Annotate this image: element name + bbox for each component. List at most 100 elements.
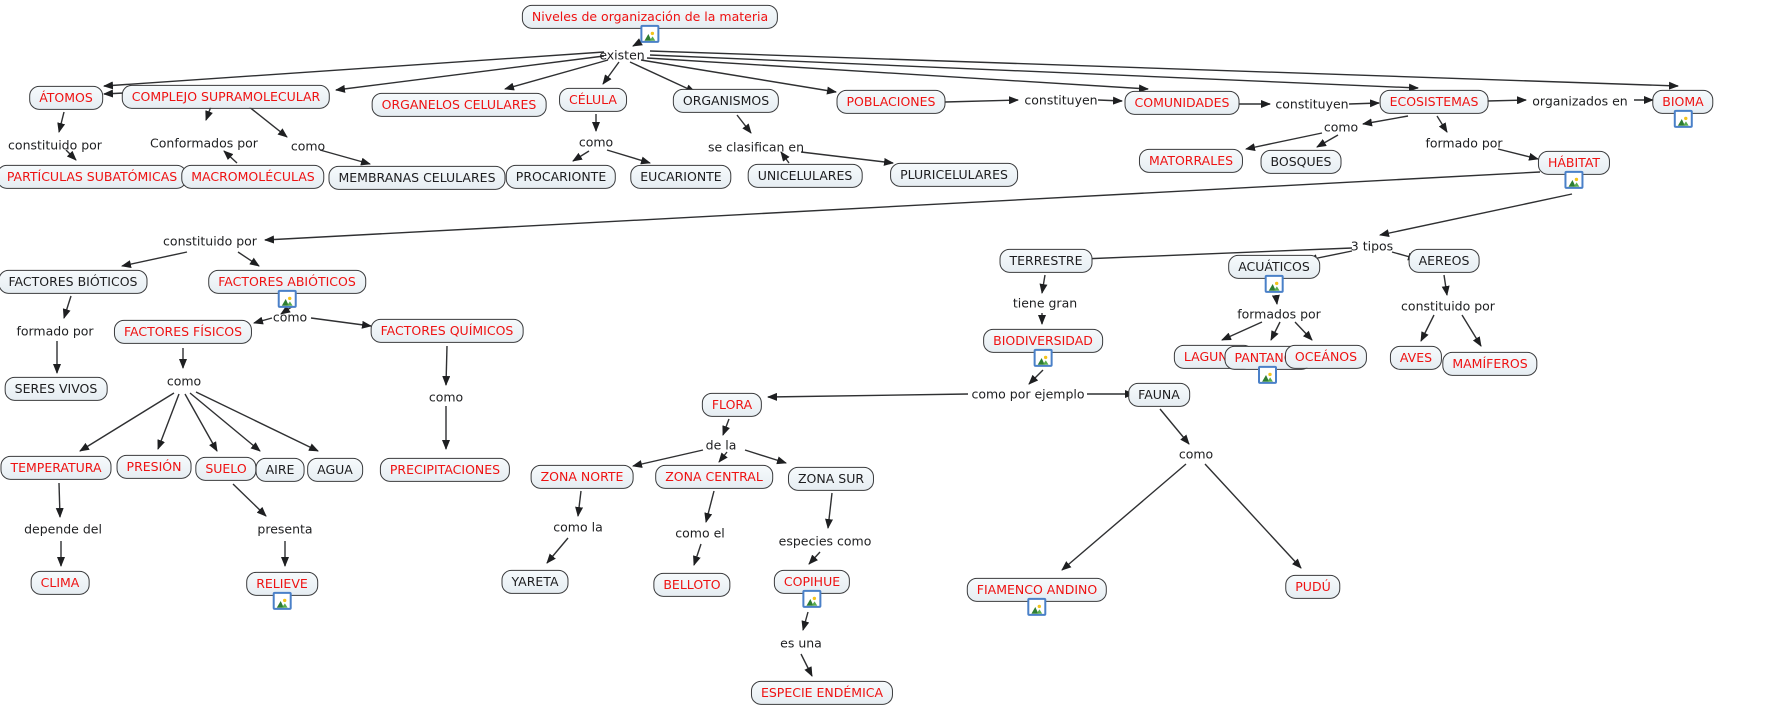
link-phrase-es-una[interactable]: es una	[780, 635, 822, 651]
concept-node-relieve[interactable]: RELIEVE	[246, 571, 318, 611]
connector-arrow	[800, 653, 813, 677]
link-phrase-conformados-por[interactable]: Conformados por	[150, 135, 258, 151]
concept-node-ecosistemas[interactable]: ECOSISTEMAS	[1379, 89, 1489, 115]
concept-node-organelos-celulares[interactable]: ORGANELOS CELULARES	[371, 92, 547, 118]
image-resource-icon[interactable]	[640, 25, 660, 44]
concept-node-fauna[interactable]: FAUNA	[1128, 382, 1190, 408]
concept-node-belloto[interactable]: BELLOTO	[653, 572, 731, 598]
image-resource-icon[interactable]	[1264, 275, 1284, 294]
link-phrase-tiene-gran[interactable]: tiene gran	[1012, 295, 1078, 311]
concept-node-factores-fisicos[interactable]: FACTORES FÍSICOS	[113, 319, 253, 345]
image-resource-icon[interactable]	[1673, 110, 1693, 129]
link-phrase-como-fauna[interactable]: como	[1178, 446, 1214, 462]
concept-node-temperatura[interactable]: TEMPERATURA	[0, 455, 112, 481]
link-phrase-presenta[interactable]: presenta	[257, 521, 313, 537]
concept-node-procarionte[interactable]: PROCARIONTE	[505, 164, 617, 190]
concept-node-pluricelulares[interactable]: PLURICELULARES	[890, 162, 1018, 188]
concept-node-seres-vivos[interactable]: SERES VIVOS	[4, 376, 108, 402]
concept-node-organismos[interactable]: ORGANISMOS	[672, 88, 780, 114]
link-phrase-formado-por-habitat[interactable]: formado por	[1425, 135, 1503, 151]
link-phrase-formados-por[interactable]: formados por	[1237, 306, 1321, 322]
concept-node-terrestre[interactable]: TERRESTRE	[999, 248, 1093, 274]
link-phrase-formado-por-bioticos[interactable]: formado por	[16, 323, 94, 339]
concept-node-unicelulares[interactable]: UNICELULARES	[747, 163, 863, 189]
link-phrase-existen[interactable]: existen	[599, 47, 645, 63]
concept-node-bioma[interactable]: BIOMA	[1652, 89, 1714, 129]
concept-node-flora[interactable]: FLORA	[701, 392, 763, 418]
link-phrase-como-el[interactable]: como el	[675, 525, 725, 541]
image-resource-icon[interactable]	[1564, 171, 1584, 190]
link-phrase-como-la[interactable]: como la	[553, 519, 603, 535]
connector-arrow	[744, 449, 787, 465]
link-phrase-constituido-por-aereos[interactable]: constituido por	[1401, 298, 1495, 314]
concept-node-bosques[interactable]: BOSQUES	[1260, 149, 1342, 175]
link-phrase-como-abioticos[interactable]: como	[272, 309, 308, 325]
connector-arrow	[546, 537, 569, 564]
concept-node-comunidades[interactable]: COMUNIDADES	[1124, 90, 1240, 116]
concept-node-membranas-celulares[interactable]: MEMBRANAS CELULARES	[328, 165, 506, 191]
link-phrase-como-por-ejemplo[interactable]: como por ejemplo	[971, 386, 1085, 402]
link-phrase-de-la[interactable]: de la	[705, 437, 737, 453]
connector-arrow	[504, 59, 609, 91]
link-phrase-como-fisicos[interactable]: como	[166, 373, 202, 389]
image-resource-icon[interactable]	[1033, 349, 1053, 368]
connector-arrow	[693, 543, 702, 566]
concept-node-matorrales[interactable]: MATORRALES	[1138, 148, 1244, 174]
concept-node-precipitaciones[interactable]: PRECIPITACIONES	[379, 457, 511, 483]
link-phrase-tres-tipos[interactable]: 3 tipos	[1350, 238, 1394, 254]
concept-node-aereos[interactable]: AEREOS	[1408, 248, 1480, 274]
link-phrase-organizados-en[interactable]: organizados en	[1532, 93, 1628, 109]
concept-node-complejo-supramolecular[interactable]: COMPLEJO SUPRAMOLECULAR	[121, 84, 331, 110]
image-resource-icon[interactable]	[1027, 598, 1047, 617]
image-resource-icon[interactable]	[277, 290, 297, 309]
connector-arrow	[718, 451, 728, 463]
concept-node-particulas-subatomicas[interactable]: PARTÍCULAS SUBATÓMICAS	[0, 164, 188, 190]
link-phrase-como-ecosistemas[interactable]: como	[1323, 119, 1359, 135]
image-resource-icon[interactable]	[272, 592, 292, 611]
concept-node-presion[interactable]: PRESIÓN	[116, 454, 192, 480]
concept-node-factores-quimicos[interactable]: FACTORES QUÍMICOS	[370, 318, 524, 344]
image-resource-icon[interactable]	[802, 590, 822, 609]
concept-node-zona-norte[interactable]: ZONA NORTE	[530, 464, 634, 490]
concept-node-oceanos[interactable]: OCEÁNOS	[1284, 344, 1368, 370]
connector-arrow	[1039, 274, 1048, 294]
concept-node-eucarionte[interactable]: EUCARIONTE	[630, 164, 732, 190]
concept-node-titulo[interactable]: Niveles de organización de la materia	[521, 4, 779, 44]
link-phrase-se-clasifican-en[interactable]: se clasifican en	[707, 139, 805, 155]
connector-arrow	[103, 89, 125, 98]
concept-node-mamiferos[interactable]: MAMÍFEROS	[1442, 351, 1538, 377]
concept-node-acuaticos[interactable]: ACUÁTICOS	[1228, 254, 1320, 294]
concept-node-clima[interactable]: CLIMA	[30, 570, 90, 596]
link-phrase-constituyen-1[interactable]: constituyen	[1024, 92, 1098, 108]
link-phrase-constituido-por-habitat[interactable]: constituido por	[163, 233, 257, 249]
concept-node-copihue[interactable]: COPIHUE	[773, 569, 851, 609]
link-phrase-constituyen-2[interactable]: constituyen	[1275, 96, 1349, 112]
concept-node-macromoleculas[interactable]: MACROMOLÉCULAS	[181, 164, 325, 190]
concept-node-poblaciones[interactable]: POBLACIONES	[836, 89, 946, 115]
concept-node-celula[interactable]: CÉLULA	[559, 87, 627, 113]
concept-node-zona-central[interactable]: ZONA CENTRAL	[655, 464, 773, 490]
link-phrase-especies-como[interactable]: especies como	[778, 533, 872, 549]
concept-node-agua[interactable]: AGUA	[307, 457, 363, 483]
link-phrase-como-celula[interactable]: como	[578, 134, 614, 150]
connector-arrow	[722, 418, 730, 436]
concept-node-pudu[interactable]: PUDÚ	[1285, 574, 1341, 600]
concept-node-yareta[interactable]: YARETA	[501, 569, 569, 595]
connector-arrow	[157, 393, 180, 450]
image-resource-icon[interactable]	[1258, 366, 1278, 385]
link-phrase-como-complejo[interactable]: como	[290, 138, 326, 154]
concept-node-suelo[interactable]: SUELO	[195, 456, 257, 482]
link-phrase-como-quimicos[interactable]: como	[428, 389, 464, 405]
concept-node-factores-abioticos[interactable]: FACTORES ABIÓTICOS	[208, 269, 366, 309]
concept-node-biodiversidad[interactable]: BIODIVERSIDAD	[983, 328, 1103, 368]
concept-node-habitat[interactable]: HÁBITAT	[1537, 150, 1611, 190]
concept-node-aire[interactable]: AIRE	[255, 457, 305, 483]
link-phrase-depende-del[interactable]: depende del	[24, 521, 102, 537]
concept-node-aves[interactable]: AVES	[1389, 345, 1443, 371]
concept-node-zona-sur[interactable]: ZONA SUR	[787, 466, 875, 492]
concept-node-atomos[interactable]: ÁTOMOS	[29, 85, 103, 111]
concept-node-fiamenco-andino[interactable]: FIAMENCO ANDINO	[966, 577, 1108, 617]
concept-node-especie-endemica[interactable]: ESPECIE ENDÉMICA	[750, 680, 894, 706]
concept-node-factores-bioticos[interactable]: FACTORES BIÓTICOS	[0, 269, 148, 295]
link-phrase-constituido-por-atomos[interactable]: constituido por	[8, 137, 102, 153]
